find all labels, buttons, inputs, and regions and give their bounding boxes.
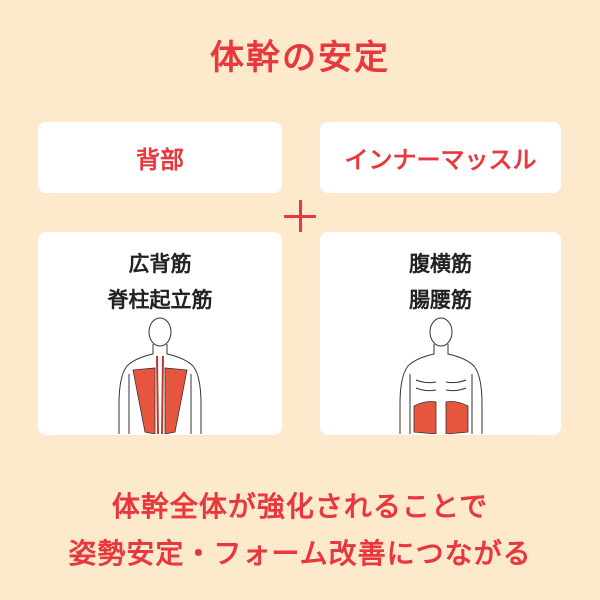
muscle-name: 広背筋 bbox=[128, 252, 192, 276]
page-title: 体幹の安定 bbox=[210, 38, 390, 78]
summary-line-1: 体幹全体が強化されることで bbox=[111, 490, 489, 523]
muscle-name: 脊柱起立筋 bbox=[107, 288, 213, 312]
muscle-name: 腹横筋 bbox=[409, 252, 472, 276]
muscle-list: 腹横筋 腸腰筋 bbox=[320, 246, 561, 318]
muscle-name: 腸腰筋 bbox=[409, 288, 472, 312]
muscle-list: 広背筋 脊柱起立筋 bbox=[38, 246, 282, 318]
summary-line-2: 姿勢安定・フォーム改善につながる bbox=[68, 537, 532, 570]
panel-back-muscles: 広背筋 脊柱起立筋 bbox=[38, 232, 282, 435]
category-back: 背部 bbox=[38, 122, 282, 193]
panel-inner-muscles: 腹横筋 腸腰筋 bbox=[320, 232, 561, 435]
category-inner-muscle: インナーマッスル bbox=[320, 122, 561, 193]
plus-icon bbox=[280, 196, 320, 236]
back-anatomy-illustration bbox=[118, 317, 202, 434]
core-anatomy-illustration bbox=[399, 317, 482, 434]
category-label: 背部 bbox=[136, 146, 184, 174]
category-label: インナーマッスル bbox=[344, 146, 537, 174]
